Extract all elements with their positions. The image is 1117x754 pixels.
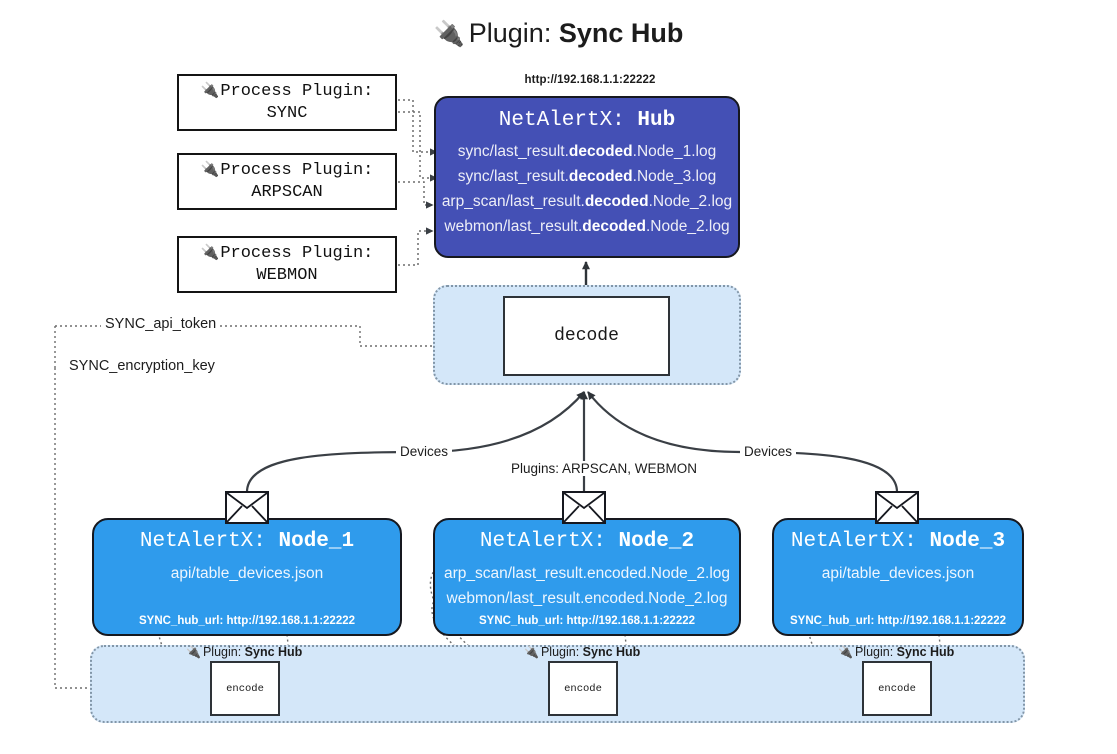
hub-node[interactable]: NetAlertX: Hub sync/last_result.decoded.… <box>434 96 740 258</box>
process-plugin-name: WEBMON <box>256 265 318 285</box>
log-post: .Node_3.log <box>632 168 717 186</box>
log-post: .Node_1.log <box>632 143 717 160</box>
process-plugin-label: Process Plugin: <box>220 81 374 101</box>
node-title-name: Node_3 <box>929 530 1006 553</box>
title-prefix: Plugin: <box>468 18 552 48</box>
encoder-caption-prefix: Plugin: <box>540 645 580 659</box>
plug-icon: 🔌 <box>524 645 539 659</box>
envelope-icon <box>225 491 269 524</box>
edge-caption-devices-right: Devices <box>740 444 797 459</box>
title-name: Sync Hub <box>558 18 684 48</box>
edge-caption-plugins: Plugins: ARPSCAN, WEBMON <box>507 461 702 476</box>
node-card-node-2[interactable]: NetAlertX: Node_2 arp_scan/last_result.e… <box>433 518 741 636</box>
plug-icon: 🔌 <box>838 645 853 659</box>
log-mid: decoded <box>568 143 633 160</box>
log-mid: decoded <box>584 193 649 211</box>
log-pre: sync/last_result. <box>457 143 569 160</box>
encoder-caption-prefix: Plugin: <box>854 645 894 659</box>
hub-url-label: http://192.168.1.1:22222 <box>524 74 656 86</box>
log-mid: decoded <box>568 168 633 186</box>
sync-api-token-label: SYNC_api_token <box>101 316 221 332</box>
encoder-caption-1: 🔌 Plugin: Sync Hub <box>186 645 302 659</box>
hub-title-name: Hub <box>637 109 676 132</box>
encode-box-1[interactable]: encode <box>210 661 280 716</box>
process-plugin-label: Process Plugin: <box>220 243 374 263</box>
sync-encryption-key-label: SYNC_encryption_key <box>65 358 219 374</box>
node-title: NetAlertX: Node_2 <box>435 530 739 553</box>
plug-icon: 🔌 <box>433 20 465 48</box>
node-title-name: Node_2 <box>618 530 695 553</box>
plug-icon: 🔌 <box>186 645 201 659</box>
hub-title-prefix: NetAlertX: <box>498 109 625 132</box>
node-line: api/table_devices.json <box>821 565 975 582</box>
page-title: 🔌Plugin: Sync Hub <box>0 18 1117 49</box>
log-pre: webmon/last_result. <box>444 218 583 236</box>
node-title: NetAlertX: Node_3 <box>774 530 1022 553</box>
node-title: NetAlertX: Node_1 <box>94 530 400 553</box>
log-pre: sync/last_result. <box>457 168 569 186</box>
edge-caption-devices-left: Devices <box>396 444 453 459</box>
node-title-name: Node_1 <box>278 530 355 553</box>
process-plugin-label: Process Plugin: <box>220 160 374 180</box>
node-card-node-3[interactable]: NetAlertX: Node_3 api/table_devices.json… <box>772 518 1024 636</box>
node-line: api/table_devices.json <box>170 565 324 582</box>
log-pre: arp_scan/last_result. <box>441 193 585 211</box>
node-footer: SYNC_hub_url: http://192.168.1.1:22222 <box>138 615 356 627</box>
hub-title: NetAlertX: Hub <box>436 109 738 132</box>
encoder-caption-prefix: Plugin: <box>202 645 242 659</box>
encode-box-2[interactable]: encode <box>548 661 618 716</box>
log-mid: decoded <box>582 218 646 236</box>
node-card-node-1[interactable]: NetAlertX: Node_1 api/table_devices.json… <box>92 518 402 636</box>
hub-log-line: webmon/last_result.decoded.Node_2.log <box>436 214 738 239</box>
process-plugin-box-arpscan[interactable]: 🔌 Process Plugin: ARPSCAN <box>177 153 397 210</box>
hub-log-line: arp_scan/last_result.decoded.Node_2.log <box>436 189 738 214</box>
process-plugin-box-webmon[interactable]: 🔌 Process Plugin: WEBMON <box>177 236 397 293</box>
node-line: webmon/last_result.encoded.Node_2.log <box>446 590 728 608</box>
node-footer: SYNC_hub_url: http://192.168.1.1:22222 <box>789 615 1007 627</box>
log-post: .Node_2.log <box>645 218 730 236</box>
encoder-caption-2: 🔌 Plugin: Sync Hub <box>524 645 640 659</box>
envelope-icon <box>562 491 606 524</box>
process-plugin-name: SYNC <box>266 103 308 123</box>
envelope-icon <box>875 491 919 524</box>
plug-icon: 🔌 <box>200 245 220 263</box>
node-title-prefix: NetAlertX: <box>139 530 266 553</box>
hub-log-line: sync/last_result.decoded.Node_1.log <box>436 139 738 164</box>
process-plugin-name: ARPSCAN <box>251 182 323 202</box>
plug-icon: 🔌 <box>200 83 220 101</box>
encoder-caption-name: Sync Hub <box>582 645 641 659</box>
encoder-caption-name: Sync Hub <box>896 645 955 659</box>
hub-log-line: sync/last_result.decoded.Node_3.log <box>436 164 738 189</box>
plug-icon: 🔌 <box>200 162 220 180</box>
node-footer: SYNC_hub_url: http://192.168.1.1:22222 <box>478 615 696 627</box>
encode-box-3[interactable]: encode <box>862 661 932 716</box>
encoder-caption-3: 🔌 Plugin: Sync Hub <box>838 645 954 659</box>
log-post: .Node_2.log <box>648 193 733 211</box>
node-title-prefix: NetAlertX: <box>479 530 606 553</box>
decode-box[interactable]: decode <box>503 296 670 376</box>
encoder-caption-name: Sync Hub <box>244 645 303 659</box>
node-line: arp_scan/last_result.encoded.Node_2.log <box>443 565 731 582</box>
node-title-prefix: NetAlertX: <box>790 530 917 553</box>
process-plugin-box-sync[interactable]: 🔌 Process Plugin: SYNC <box>177 74 397 131</box>
